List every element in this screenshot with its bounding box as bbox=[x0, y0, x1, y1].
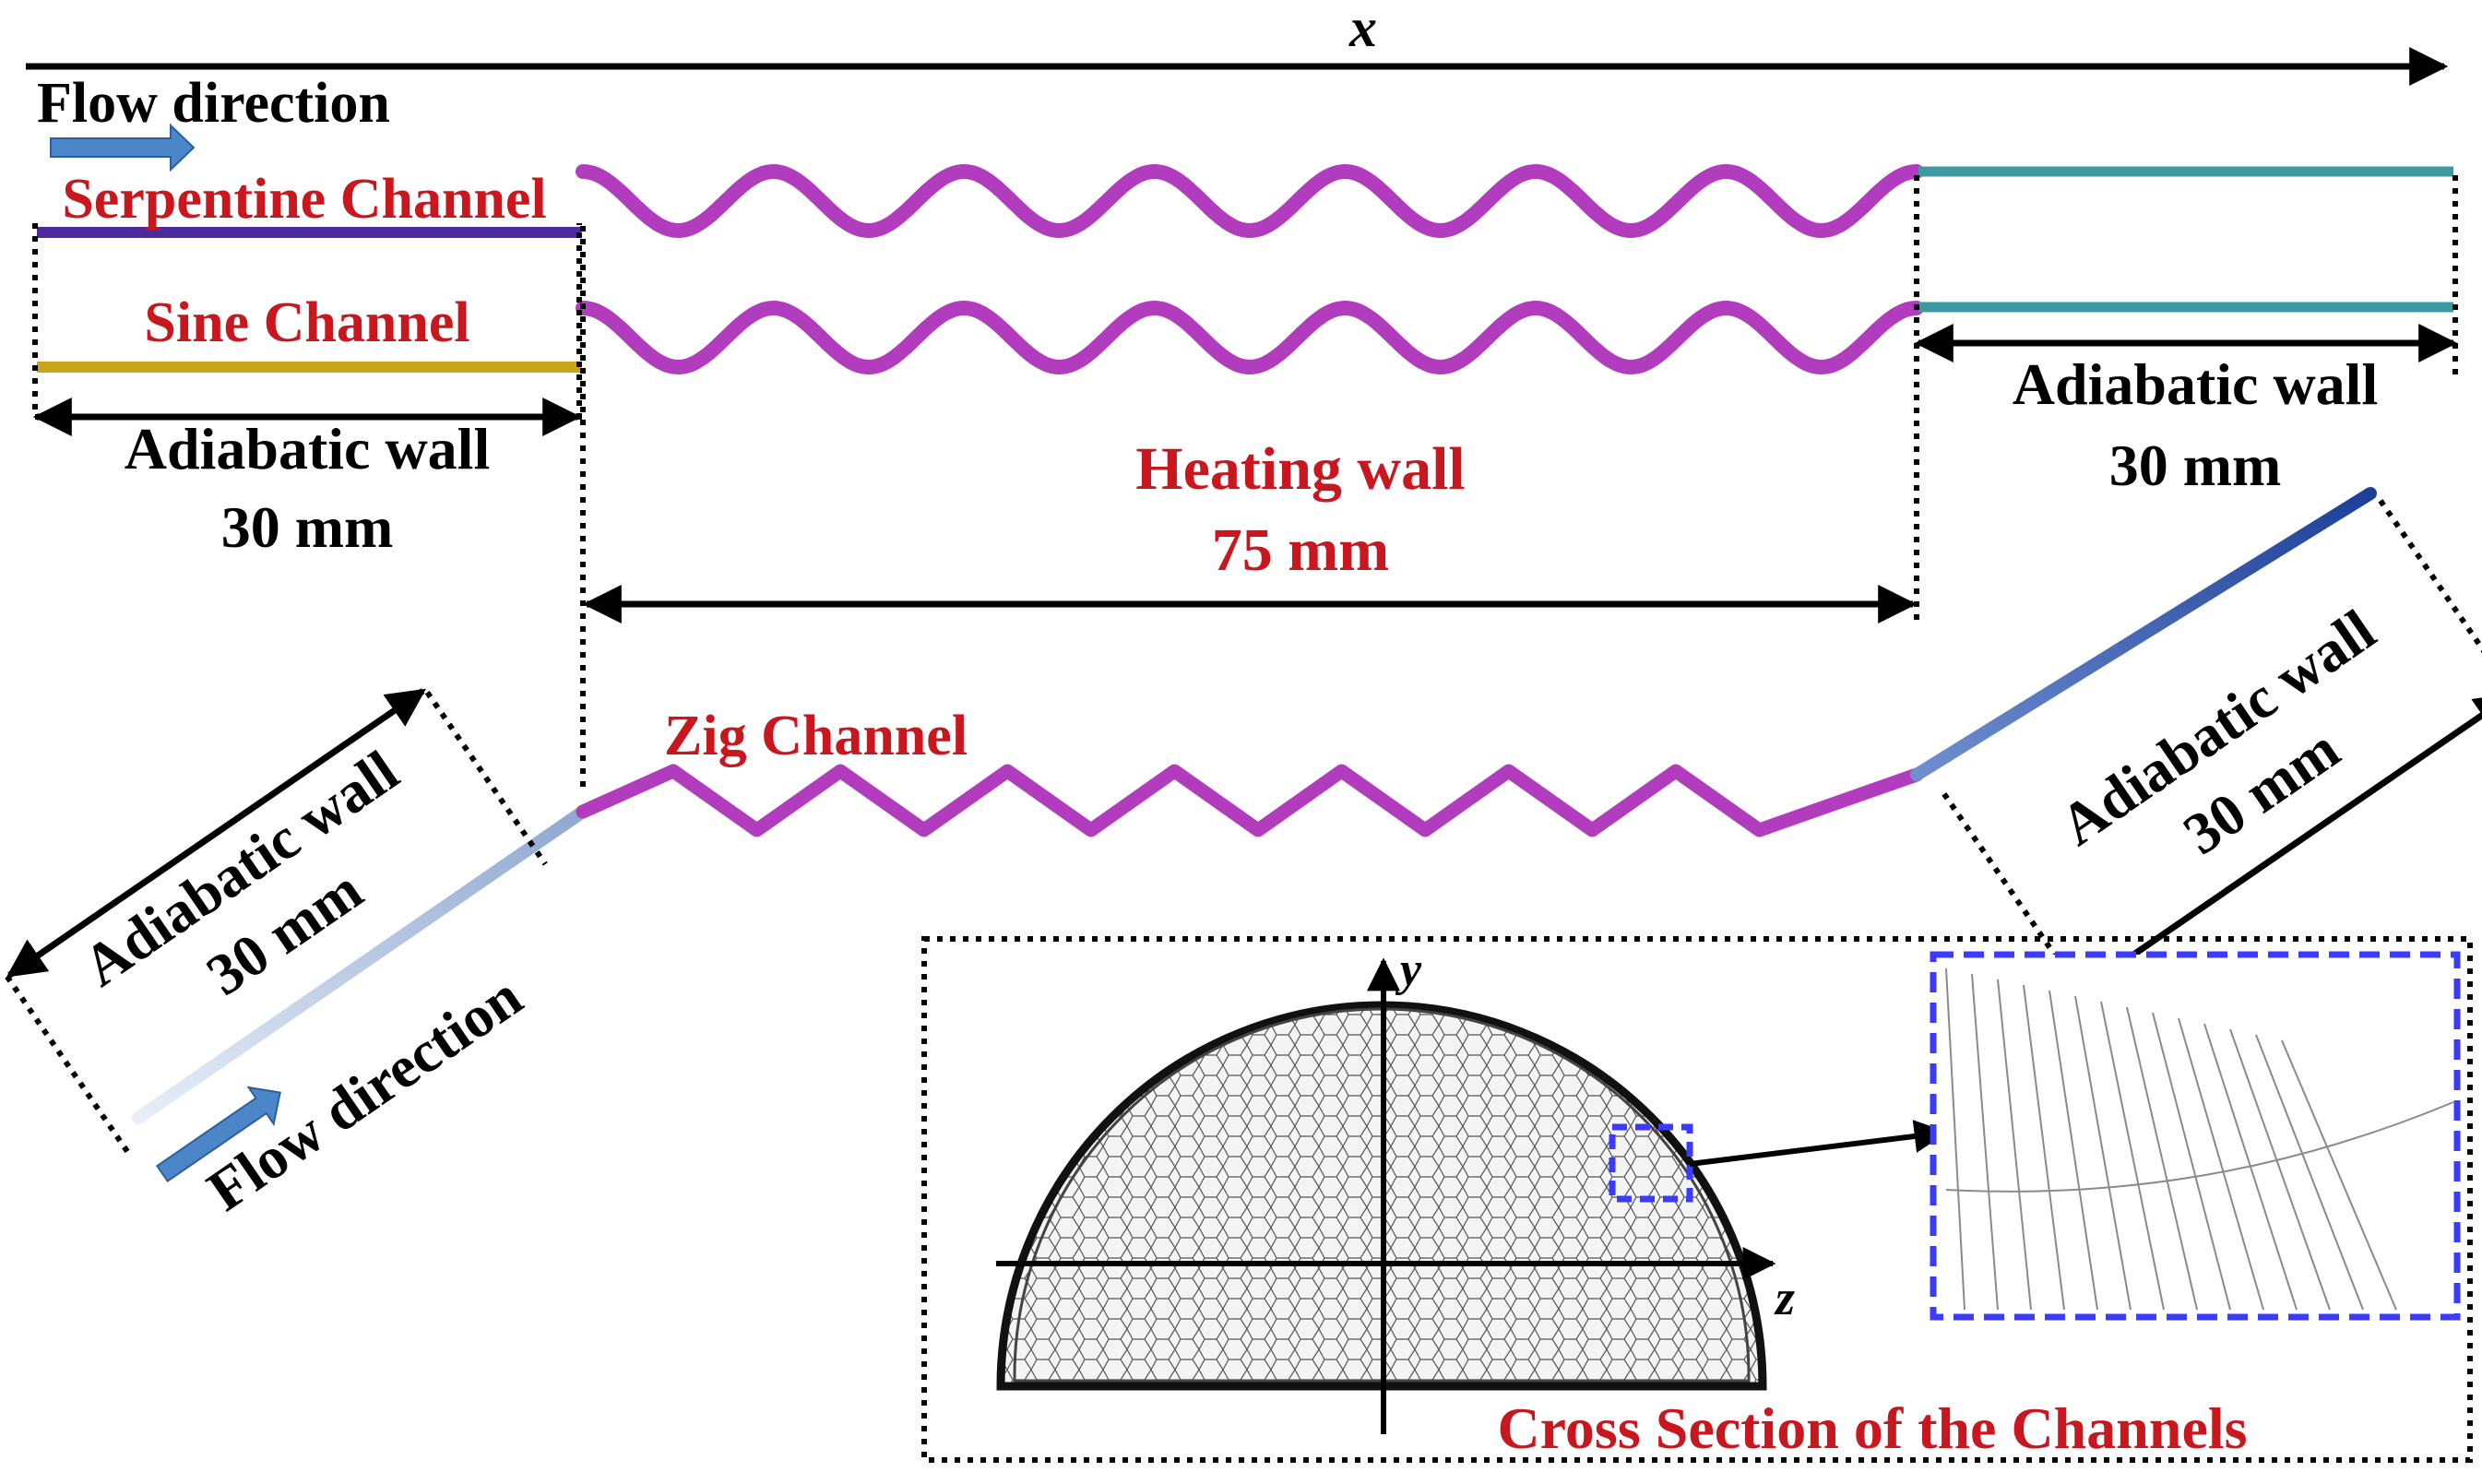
zoomed-mesh-line bbox=[2023, 984, 2065, 1311]
heating-wall-label: Heating wall bbox=[1135, 435, 1466, 503]
flow-arrow-top-icon bbox=[50, 123, 196, 172]
zoom-connector-arrow bbox=[1689, 1120, 1948, 1167]
zoomed-mesh-lines bbox=[1945, 968, 2454, 1311]
zoomed-mesh-background bbox=[1933, 955, 2457, 1317]
zoomed-mesh-curve bbox=[1945, 1101, 2454, 1193]
zoomed-mesh-box bbox=[1930, 951, 2461, 1321]
right-adiabatic-length-label: 30 mm bbox=[2109, 433, 2282, 498]
x-axis-label: x bbox=[1348, 0, 1377, 58]
flow-direction-top-label: Flow direction bbox=[37, 72, 390, 135]
zig-outlet-adiabatic-annotation: Adiabatic wall 30 mm bbox=[1942, 494, 2482, 996]
zoomed-mesh-line bbox=[2126, 1006, 2198, 1311]
cross-section-label: Cross Section of the Channels bbox=[1497, 1395, 2247, 1461]
zig-inlet-dimension-arrow bbox=[6, 688, 426, 979]
zoomed-mesh-line bbox=[2178, 1017, 2264, 1311]
zig-channel-path bbox=[576, 764, 1924, 837]
zig-inlet-adiabatic-annotation: Adiabatic wall 30 mm bbox=[3, 685, 548, 1154]
left-adiabatic-wall-label: Adiabatic wall bbox=[125, 416, 490, 481]
left-adiabatic-length-label: 30 mm bbox=[221, 494, 394, 560]
heating-wall-length-label: 75 mm bbox=[1212, 516, 1389, 584]
zoomed-mesh-line bbox=[2100, 1001, 2165, 1311]
serpentine-channel-label: Serpentine Channel bbox=[62, 168, 546, 231]
right-adiabatic-wall-label: Adiabatic wall bbox=[2013, 351, 2378, 417]
zig-channel-label: Zig Channel bbox=[664, 705, 968, 767]
zoom-source-box bbox=[1609, 1123, 1693, 1203]
sine-channel-path bbox=[576, 300, 1924, 375]
zoomed-mesh-line bbox=[2281, 1039, 2397, 1311]
zoomed-mesh-line bbox=[1945, 968, 1965, 1311]
flow-direction-bottom-label: Flow direction bbox=[196, 963, 533, 1223]
y-axis-label: y bbox=[1395, 944, 1422, 996]
zoomed-mesh-line bbox=[2152, 1012, 2231, 1311]
serpentine-channel-path bbox=[576, 163, 1924, 239]
zoomed-mesh-line bbox=[1971, 973, 1999, 1311]
cross-section-outline bbox=[996, 1001, 1767, 1391]
sine-channel-label: Sine Channel bbox=[144, 291, 469, 354]
zoomed-mesh-line bbox=[2049, 990, 2098, 1311]
zoomed-mesh-line bbox=[1997, 979, 2032, 1311]
zig-outlet-dotted-frame bbox=[1942, 494, 2482, 996]
zoomed-mesh-line bbox=[2229, 1028, 2331, 1311]
zoomed-mesh-line bbox=[2074, 995, 2132, 1311]
z-axis-label: z bbox=[1774, 1270, 1795, 1325]
zig-outlet-segment bbox=[1910, 487, 2377, 781]
zoomed-mesh-line bbox=[2255, 1034, 2364, 1311]
cross-section-boundary-layer bbox=[1013, 1007, 1751, 1383]
flow-arrow-bottom-icon bbox=[155, 1086, 281, 1183]
